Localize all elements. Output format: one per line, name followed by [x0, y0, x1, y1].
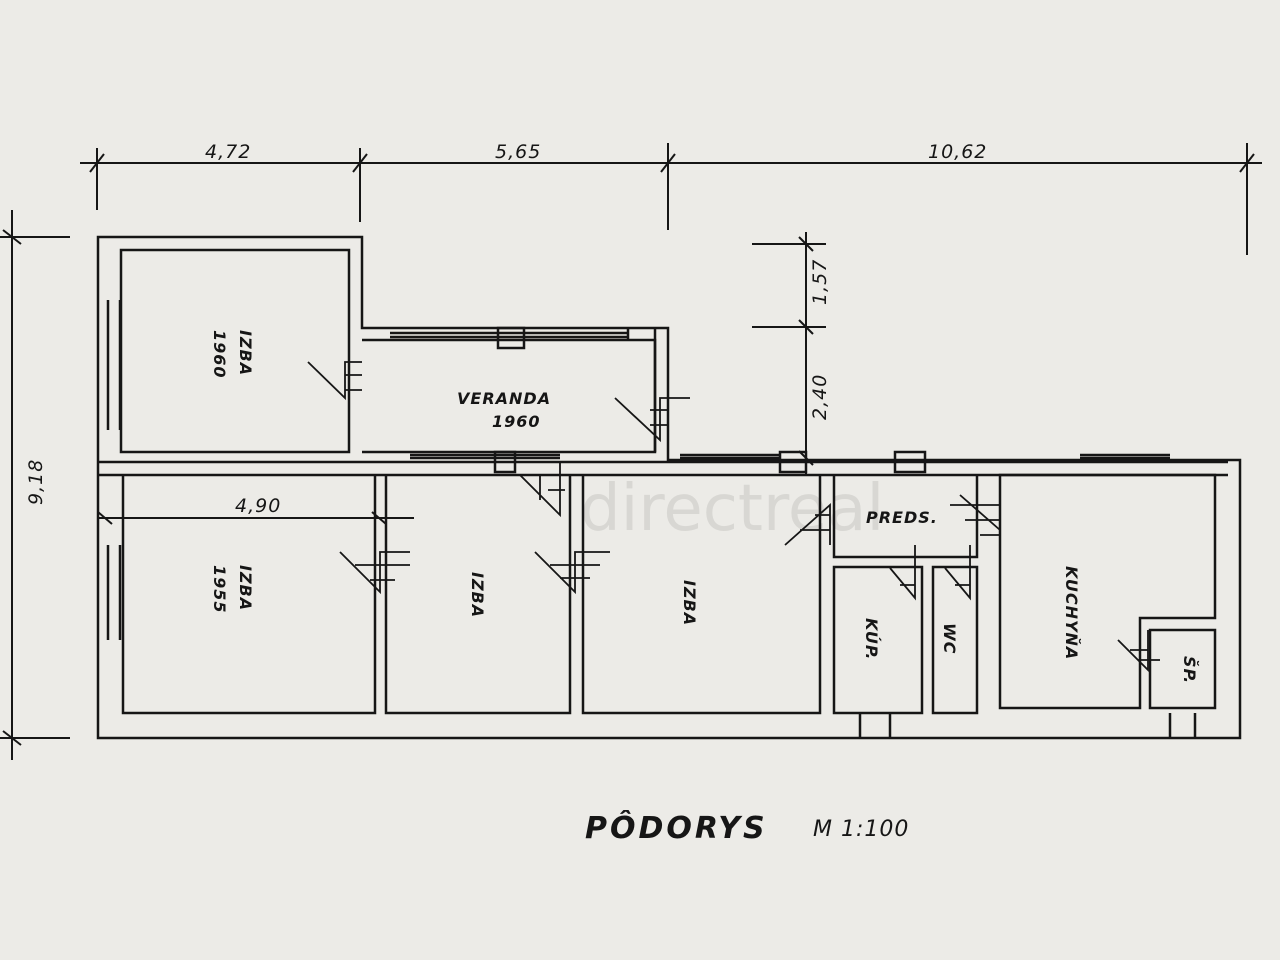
room-izba-bottom-left: IZBA 1955: [210, 565, 255, 614]
dimension-top-3: 10,62: [928, 141, 987, 163]
room-izba-top-left: IZBA 1960: [210, 330, 255, 379]
watermark-text: directreal: [580, 472, 884, 546]
dimension-left-total: 9,18: [25, 459, 47, 505]
room-veranda-name: VERANDA: [457, 389, 551, 408]
dimension-top-2: 5,65: [495, 141, 541, 163]
room-name: IZBA: [468, 572, 487, 618]
room-izba-right: IZBA: [680, 580, 699, 626]
walls: [96, 235, 1242, 740]
room-name: IZBA: [680, 580, 699, 626]
room-name: WC: [940, 623, 959, 654]
room-wc: WC: [940, 623, 959, 654]
dimension-top-1: 4,72: [205, 141, 251, 163]
dimension-inner-width: 4,90: [235, 495, 281, 517]
room-name: KÚP.: [862, 618, 881, 661]
room-name: IZBA: [236, 330, 255, 376]
room-kupelna: KÚP.: [862, 618, 881, 661]
room-year: 1960: [210, 330, 229, 379]
door-swings: [307, 361, 1160, 673]
dimension-lines: [0, 143, 1262, 760]
room-spajza: ŠP.: [1180, 656, 1200, 684]
plan-title: PÔDORYS: [585, 809, 768, 846]
room-name: IZBA: [236, 565, 255, 611]
plan-scale: M 1:100: [813, 817, 909, 842]
dimension-right-lower: 2,40: [809, 374, 831, 420]
room-izba-middle: IZBA: [468, 572, 487, 618]
room-name: ŠP.: [1180, 656, 1200, 684]
dimension-right-upper: 1,57: [809, 259, 831, 305]
room-year: 1955: [210, 565, 229, 614]
room-veranda-year: 1960: [492, 412, 541, 431]
room-name: KUCHYŇA: [1062, 566, 1081, 660]
room-predsien: PREDS.: [866, 508, 938, 527]
room-kuchyna: KUCHYŇA: [1062, 566, 1081, 660]
